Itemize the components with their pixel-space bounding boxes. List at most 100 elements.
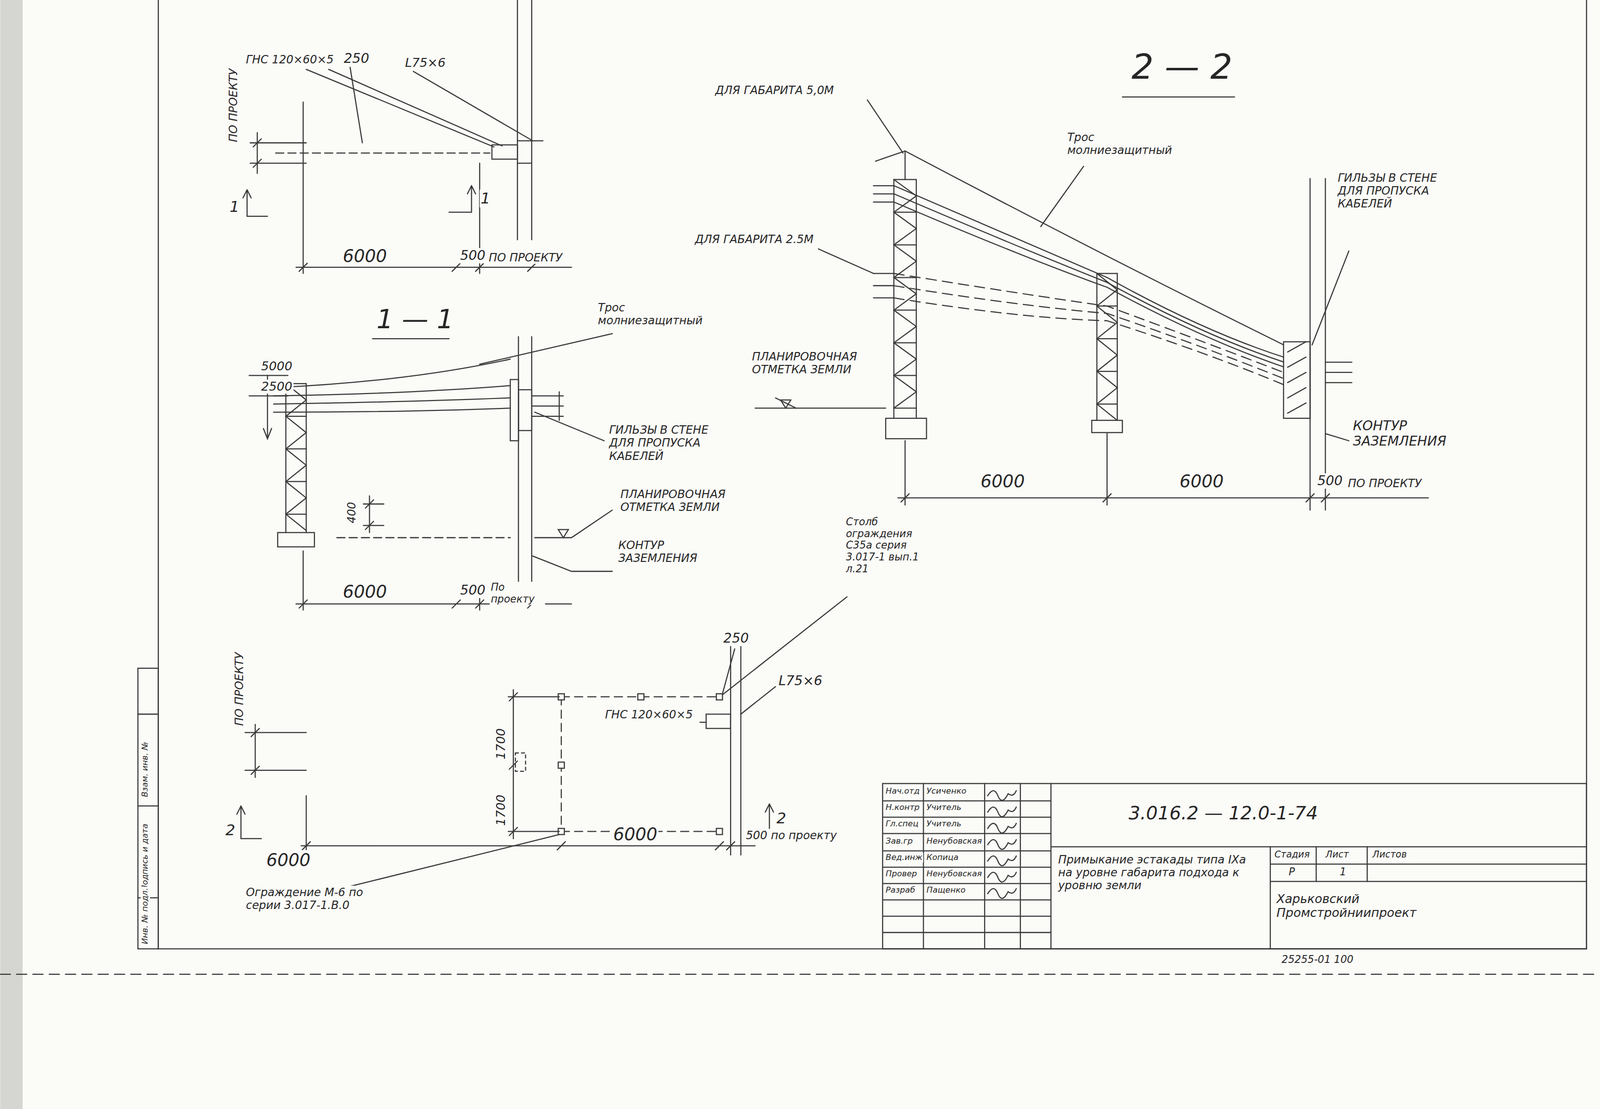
- table-line: [882, 850, 1051, 852]
- dimension: 500: [1316, 473, 1344, 489]
- lightning-wire: [273, 358, 511, 388]
- dimension: 6000: [265, 850, 312, 870]
- stamp-text: Взам. инв. №: [140, 740, 150, 799]
- truss-strut: [894, 407, 917, 409]
- stamp-line: [138, 805, 159, 807]
- signature-scribble: [987, 839, 1017, 850]
- table-cell: Листов: [1371, 849, 1408, 860]
- signature-scribble: [987, 790, 1017, 801]
- extension-line: [508, 696, 560, 698]
- fence-post: [716, 693, 723, 700]
- callout: Трос молниезащитный: [1066, 130, 1181, 157]
- dimension-tick: [252, 158, 261, 167]
- signature-scribble: [987, 855, 1017, 866]
- scan-shadow: [0, 0, 23, 1109]
- table-cell: Пащенко: [925, 885, 967, 896]
- dimension: 5000: [260, 359, 294, 374]
- leader-line: [722, 597, 847, 696]
- extension-line: [302, 101, 304, 274]
- extension-line: [363, 524, 384, 526]
- truss-lattice: [285, 383, 306, 531]
- part-name: ГНС 120×60×5: [245, 52, 335, 66]
- dimension-line: [368, 496, 370, 533]
- leader-line: [1325, 433, 1349, 441]
- table-cell: 1: [1338, 866, 1348, 879]
- table-line: [882, 866, 1051, 868]
- leader-line: [740, 686, 776, 715]
- callout: Ограждение М-6 по серии 3.017-1.В.0: [245, 885, 400, 912]
- truss-chord: [305, 383, 307, 533]
- table-line: [1050, 783, 1052, 950]
- dimension-tick: [900, 493, 909, 502]
- fence-post: [716, 828, 723, 835]
- dimension-tick: [527, 263, 536, 272]
- dimension-note: ПО ПРОЕКТУ: [232, 650, 246, 727]
- fence-post: [637, 693, 644, 700]
- dimension-line: [898, 497, 1429, 499]
- title-underline: [372, 338, 450, 340]
- dimension-line: [256, 132, 258, 174]
- section-mark: [750, 803, 774, 832]
- title-block: [882, 783, 1587, 950]
- dimension: 6000: [342, 246, 389, 266]
- cable: [894, 185, 1284, 357]
- dimension-line: [296, 266, 572, 268]
- cable-low: [894, 273, 1284, 373]
- wall-edge: [740, 642, 742, 855]
- extension-line: [249, 374, 288, 376]
- table-line: [1019, 783, 1021, 950]
- level-leader: [534, 509, 613, 538]
- table-line: [882, 800, 1051, 802]
- wall-edge: [517, 336, 519, 590]
- angle-section: [517, 140, 544, 163]
- section-mark: 2: [775, 809, 788, 828]
- cable: [894, 194, 1284, 363]
- channel-bracket: [492, 145, 518, 160]
- wall-bracket: [510, 379, 519, 442]
- truss-strut: [285, 481, 306, 483]
- table-line: [882, 882, 1051, 884]
- dimension: 400: [345, 500, 358, 525]
- table-cell: Примыкание эстакады типа IXа на уровне г…: [1056, 852, 1263, 892]
- table-line: [1050, 846, 1587, 848]
- bracket-hatch: [1287, 341, 1306, 413]
- dimension-tick: [509, 827, 518, 836]
- callout: ГИЛЬЗЫ В СТЕНЕ ДЛЯ ПРОПУСКА КАБЕЛЕЙ: [607, 423, 738, 462]
- callout: ГИЛЬЗЫ В СТЕНЕ ДЛЯ ПРОПУСКА КАБЕЛЕЙ: [1336, 171, 1441, 210]
- truss-strut: [285, 513, 306, 515]
- dimension: 500: [459, 582, 487, 599]
- signature-scribble: [987, 823, 1017, 834]
- truss-strut: [285, 448, 306, 450]
- table-cell: Учитель: [925, 802, 963, 813]
- dimension-tick: [509, 692, 518, 701]
- part-name: ГНС 120×60×5: [603, 707, 694, 721]
- dimension-note: ПО ПРОЕКТУ: [487, 250, 564, 264]
- wall-edge: [1324, 178, 1326, 511]
- signature-scribble: [987, 806, 1017, 817]
- part-name: L75×6: [403, 55, 447, 70]
- section-mark: 1: [479, 189, 492, 208]
- table-line: [1366, 846, 1368, 882]
- stamp-text: Подпись и дата: [140, 822, 150, 892]
- wall-bracket: [1283, 341, 1311, 419]
- dimension: 6000: [612, 824, 659, 845]
- dimension-note: ПО ПРОЕКТУ: [1347, 476, 1423, 490]
- footing: [885, 418, 927, 439]
- truss-chord: [1096, 273, 1098, 421]
- table-cell: Н.контр: [884, 802, 921, 813]
- table-cell: Р: [1287, 866, 1296, 879]
- table-cell: Ненубовская: [925, 869, 984, 879]
- dimension-tick: [250, 728, 259, 737]
- leader-line: [867, 100, 903, 153]
- table-cell: Нач.отд: [884, 786, 921, 797]
- table-line: [882, 899, 1051, 900]
- sheet-edge: [0, 973, 1600, 975]
- extension-line: [1106, 433, 1108, 505]
- cable-stub: [873, 185, 894, 187]
- ground-line: [336, 537, 510, 539]
- table-cell: Усиченко: [925, 786, 968, 797]
- extension-line: [508, 830, 560, 832]
- dimension-tick: [475, 263, 484, 272]
- dimension-tick: [299, 600, 307, 608]
